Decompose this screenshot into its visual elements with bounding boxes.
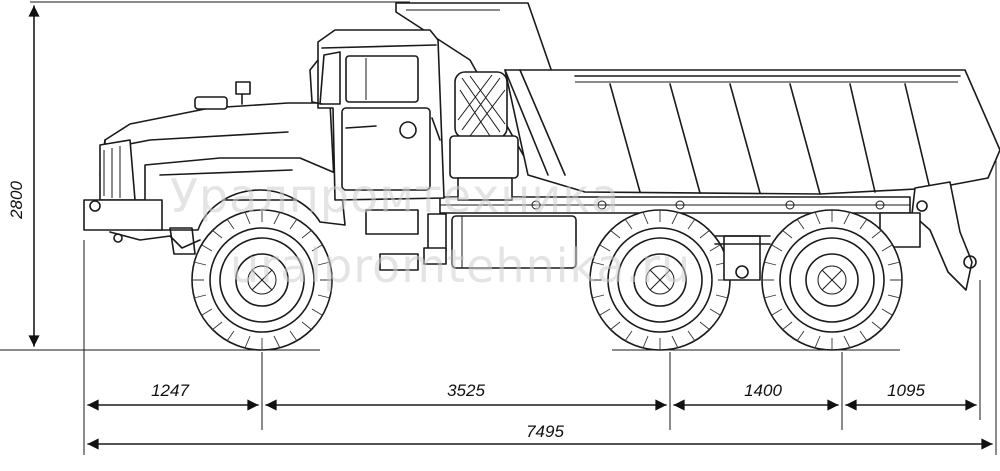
rear-wheel-2 <box>761 209 903 351</box>
wheelbase-label: 3525 <box>447 381 485 400</box>
rear-bogie-suspension <box>714 235 771 281</box>
height-dimension: 2800 <box>0 1 410 351</box>
watermark: Уралпромтехника uralpromtehnika.ru <box>170 169 691 293</box>
body-ribs <box>609 83 931 195</box>
hood <box>83 81 346 255</box>
front-overhang-dimension: 1247 <box>87 381 259 411</box>
overall-length-dimension: 7495 <box>87 422 993 450</box>
rear-overhang-dimension: 1095 <box>845 381 977 411</box>
wheelbase-dimension: 3525 <box>265 381 667 411</box>
watermark-line2: uralpromtehnika.ru <box>230 239 691 293</box>
dump-body <box>395 2 1000 291</box>
rear-wheel-1 <box>589 209 731 351</box>
rear-bogie-dimension: 1400 <box>673 381 839 411</box>
rear-bogie-label: 1400 <box>744 381 782 400</box>
overall-length-label: 7495 <box>526 422 564 441</box>
spare-wheel <box>449 71 519 201</box>
rear-overhang-label: 1095 <box>887 381 925 400</box>
front-wheel <box>191 209 333 351</box>
watermark-line1: Уралпромтехника <box>170 169 620 223</box>
front-overhang-label: 1247 <box>151 381 189 400</box>
fuel-tank <box>451 215 577 269</box>
cab <box>309 29 447 271</box>
dimension-extension-lines <box>83 160 997 455</box>
height-label: 2800 <box>7 181 26 220</box>
